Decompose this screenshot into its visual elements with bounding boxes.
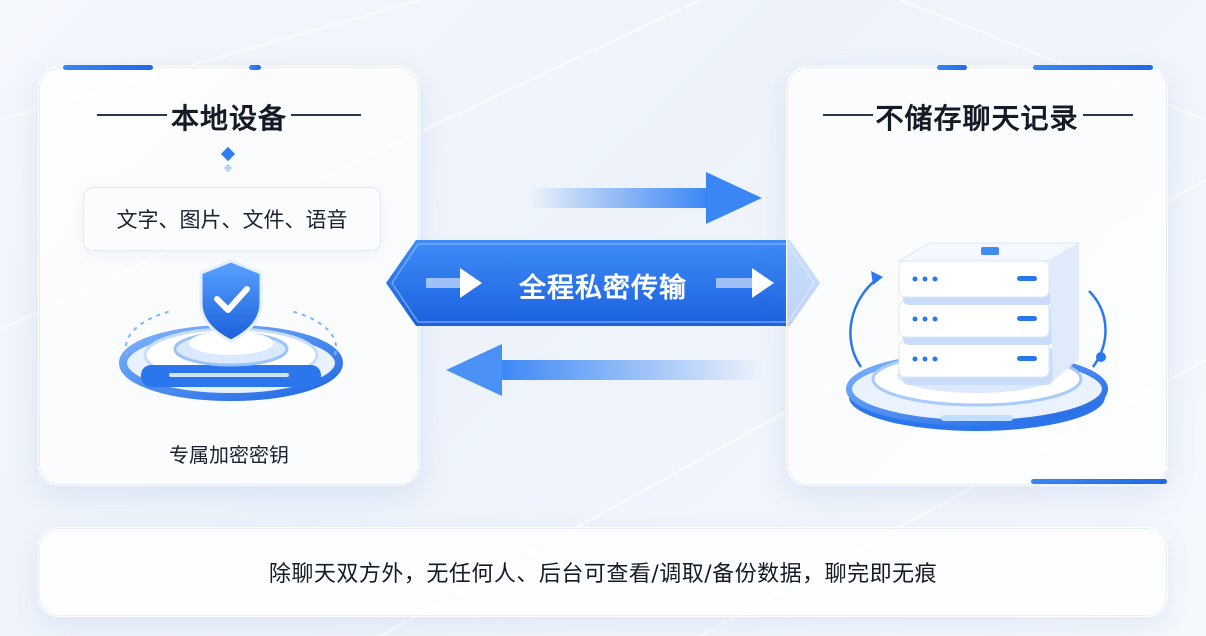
shield-check-icon — [119, 259, 343, 401]
panel-accent — [1033, 65, 1153, 70]
encryption-key-caption: 专属加密密钥 — [169, 443, 289, 467]
diamond-icon — [220, 146, 236, 162]
panel-accent-dot — [249, 65, 261, 70]
panel-accent — [63, 65, 153, 70]
private-transfer-label: 全程私密传输 — [519, 273, 687, 304]
content-types-chip: 文字、图片、文件、语音 — [83, 187, 381, 251]
local-device-title: 本地设备 — [170, 102, 287, 135]
diamond-small-icon — [223, 163, 233, 173]
title-line-left — [823, 114, 873, 116]
server-stack-icon — [846, 242, 1108, 431]
no-storage-title: 不储存聊天记录 — [875, 102, 1079, 135]
privacy-statement-bar: 除聊天双方外，无任何人、后台可查看/调取/备份数据，聊完即无痕 — [38, 527, 1168, 617]
title-line-left — [97, 114, 167, 116]
title-line-right — [1083, 114, 1133, 116]
panel-accent-dot — [937, 65, 967, 70]
arrow-left-icon — [446, 344, 766, 396]
arrow-right-icon — [530, 172, 762, 224]
title-line-right — [291, 114, 361, 116]
panel-accent-bottom — [1031, 479, 1167, 484]
private-transfer-banner: 全程私密传输 — [386, 240, 820, 326]
local-device-panel: 本地设备 文字、图片、文件、语音 专属加密密钥 — [38, 65, 420, 486]
no-storage-panel: 不储存聊天记录 — [786, 65, 1168, 486]
